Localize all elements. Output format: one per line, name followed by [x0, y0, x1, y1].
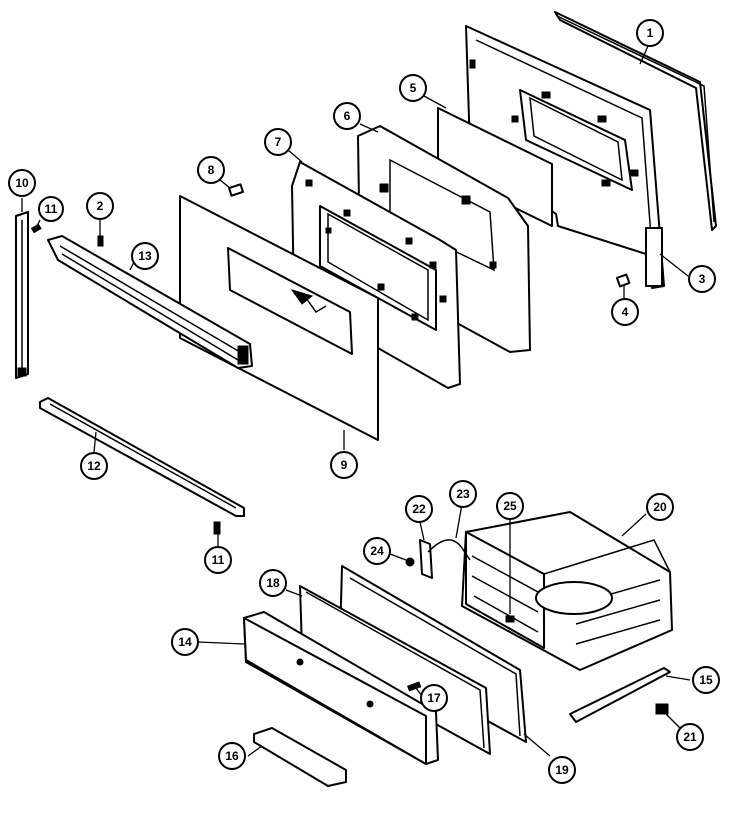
part-7-inner-door-frame	[291, 161, 461, 389]
part-3-inner-door-liner	[465, 25, 665, 289]
svg-text:8: 8	[208, 163, 215, 177]
callout-23: 23	[449, 480, 477, 508]
part-17-screw	[407, 681, 422, 692]
callout-11-lower: 11	[204, 546, 232, 574]
svg-text:20: 20	[653, 500, 667, 514]
svg-text:13: 13	[138, 249, 152, 263]
part-13-door-handle	[47, 235, 253, 369]
svg-text:2: 2	[97, 199, 104, 213]
part-9-outer-door-panel	[179, 195, 379, 441]
callout-25: 25	[496, 492, 524, 520]
svg-text:11: 11	[45, 202, 58, 216]
leader-lines	[21, 45, 691, 757]
callout-14: 14	[171, 628, 199, 656]
svg-text:12: 12	[87, 459, 101, 473]
svg-text:19: 19	[555, 763, 569, 777]
part-12-bottom-trim	[39, 397, 245, 517]
svg-text:6: 6	[344, 109, 351, 123]
part-24-screw	[405, 557, 415, 567]
callout-9: 9	[330, 451, 358, 479]
callout-11-upper: 11	[38, 196, 64, 222]
callout-1: 1	[636, 19, 664, 47]
svg-text:17: 17	[427, 691, 441, 705]
callout-7: 7	[264, 128, 292, 156]
svg-text:21: 21	[683, 730, 697, 744]
callout-10: 10	[8, 169, 36, 197]
part-22-bracket	[419, 539, 433, 579]
part-2-screw	[97, 235, 104, 247]
part-21-clip	[655, 703, 669, 715]
callout-21: 21	[676, 723, 704, 751]
callout-3: 3	[688, 265, 716, 293]
svg-text:16: 16	[225, 749, 239, 763]
part-11-screw-upper	[30, 223, 42, 234]
svg-text:10: 10	[15, 176, 29, 190]
part-10-side-trim	[15, 211, 29, 379]
svg-text:22: 22	[412, 502, 426, 516]
callout-4: 4	[611, 298, 639, 326]
svg-text:7: 7	[275, 135, 282, 149]
svg-text:5: 5	[410, 81, 417, 95]
callout-19: 19	[548, 756, 576, 784]
part-20-drawer-body	[461, 511, 673, 671]
callout-24: 24	[363, 537, 391, 565]
part-15-drawer-slide	[569, 667, 671, 723]
callout-6: 6	[333, 102, 361, 130]
svg-text:23: 23	[456, 487, 470, 501]
svg-text:18: 18	[266, 576, 280, 590]
svg-text:1: 1	[647, 26, 654, 40]
svg-text:25: 25	[503, 499, 517, 513]
svg-text:11: 11	[212, 553, 225, 567]
svg-text:9: 9	[341, 458, 348, 472]
part-16-drawer-handle	[253, 727, 347, 787]
part-14-drawer-front	[243, 611, 439, 765]
callout-22: 22	[405, 495, 433, 523]
part-8-clip	[228, 183, 244, 197]
callout-20: 20	[646, 493, 674, 521]
svg-text:3: 3	[699, 272, 706, 286]
svg-text:14: 14	[178, 635, 192, 649]
svg-text:4: 4	[622, 305, 629, 319]
part-11-screw-lower	[213, 521, 221, 535]
svg-text:15: 15	[699, 673, 713, 687]
callout-15: 15	[692, 666, 720, 694]
callout-8: 8	[197, 156, 225, 184]
callout-12: 12	[80, 452, 108, 480]
part-4-clip	[615, 273, 631, 288]
callout-2: 2	[86, 192, 114, 220]
callout-18: 18	[259, 569, 287, 597]
callout-13: 13	[131, 242, 159, 270]
svg-text:24: 24	[370, 544, 384, 558]
part-1-door-gasket	[554, 11, 717, 231]
callout-17: 17	[420, 684, 448, 712]
part-5-inner-glass	[437, 107, 553, 227]
part-23-wire	[427, 539, 471, 561]
part-18-drawer-insulation	[299, 585, 491, 755]
callout-5: 5	[399, 74, 427, 102]
callout-16: 16	[218, 742, 246, 770]
